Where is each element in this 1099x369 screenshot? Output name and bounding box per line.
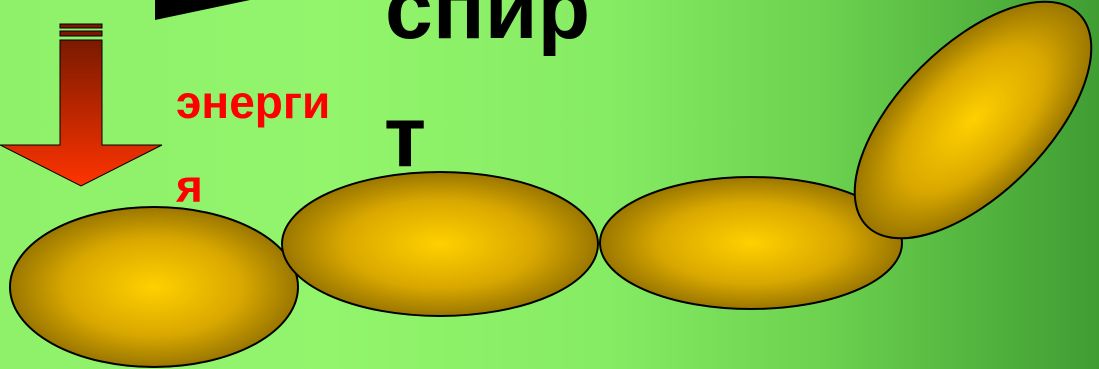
energy-label-line2: я — [176, 160, 203, 212]
cell-4 — [853, 0, 1093, 240]
energy-label-line1: энерги — [176, 76, 331, 128]
cell-1 — [9, 206, 299, 368]
black-triangle-shape — [155, 0, 250, 20]
arrow-stripe-1 — [59, 23, 103, 29]
cell-3 — [599, 176, 903, 310]
t-letter: т — [384, 89, 427, 185]
top-word: спир — [385, 0, 591, 57]
down-arrow-icon — [0, 39, 163, 187]
arrow-stripe-2 — [59, 30, 103, 37]
cell-2 — [281, 171, 599, 317]
